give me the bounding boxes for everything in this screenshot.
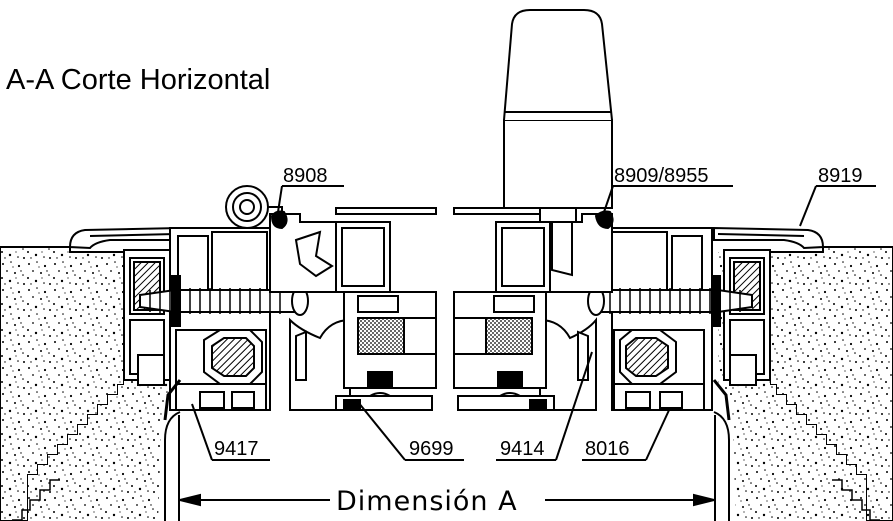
left-anchor-screw xyxy=(139,275,309,327)
callout-label-8919: 8919 xyxy=(818,165,863,187)
left-frame-profile xyxy=(123,227,271,421)
callout-label-8016: 8016 xyxy=(585,438,630,460)
right-frame-profile xyxy=(611,227,771,421)
roller-icon xyxy=(225,185,283,229)
callout-9417 xyxy=(191,403,270,461)
callout-label-8909: 8909/8955 xyxy=(614,165,709,187)
callout-9699 xyxy=(357,401,464,461)
callout-label-9417: 9417 xyxy=(214,438,259,460)
callout-8908 xyxy=(277,185,344,213)
left-sash-profile xyxy=(269,207,437,411)
callout-label-8908: 8908 xyxy=(283,165,328,187)
callout-8919 xyxy=(799,185,876,227)
callout-8016 xyxy=(582,407,671,461)
handle-icon xyxy=(503,9,613,223)
drawing-title: A-A Corte Horizontal xyxy=(6,64,271,96)
right-anchor-screw xyxy=(587,275,753,327)
right-sash-profile xyxy=(453,207,614,411)
callout-8909 xyxy=(603,185,733,213)
left-cover-trim xyxy=(68,226,181,250)
callout-9414 xyxy=(496,351,593,461)
dimension-label: Dimensión A xyxy=(336,486,518,517)
right-cover-trim xyxy=(713,226,825,250)
callout-label-9414: 9414 xyxy=(500,438,545,460)
dimension-line xyxy=(178,415,716,521)
sill-curve xyxy=(164,411,730,521)
callout-label-9699: 9699 xyxy=(409,438,454,460)
